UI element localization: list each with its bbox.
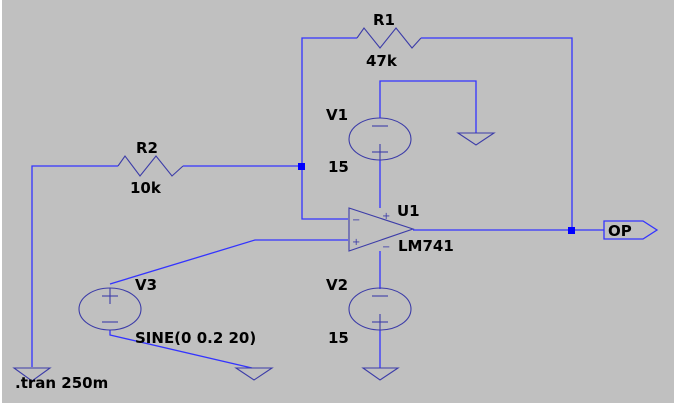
voltage-source-v1[interactable]	[348, 117, 412, 161]
v2-value-label: 15	[328, 329, 349, 347]
r2-input-wire[interactable]	[31, 165, 348, 367]
ground-symbol-v3	[234, 367, 274, 381]
u1-model-label: LM741	[398, 237, 454, 255]
v1-value-label: 15	[328, 158, 349, 176]
r2-name-label: R2	[136, 139, 158, 157]
net-label-op-text: OP	[608, 222, 632, 240]
r1-feedback-wire[interactable]	[301, 37, 573, 230]
voltage-source-v2[interactable]	[348, 287, 412, 331]
opamp-vminus-pin: −	[382, 242, 390, 253]
v3-name-label: V3	[135, 276, 157, 294]
resistor-r2[interactable]	[117, 155, 184, 177]
ground-symbol-v1	[456, 132, 496, 146]
opamp-u1[interactable]: − + + −	[348, 207, 415, 253]
junction-inverting	[298, 163, 305, 170]
voltage-source-v3[interactable]	[78, 287, 142, 331]
v2-name-label: V2	[326, 276, 348, 294]
v3-wires[interactable]	[109, 239, 348, 369]
opamp-inverting-pin: −	[352, 215, 360, 226]
r1-value-label: 47k	[366, 52, 398, 70]
junction-output	[568, 227, 575, 234]
opamp-noninverting-pin: +	[352, 237, 360, 248]
v3-value-label: SINE(0 0.2 20)	[135, 329, 256, 347]
opamp-vplus-pin: +	[382, 211, 390, 222]
v1-wires[interactable]	[379, 80, 477, 208]
ground-symbol-input	[12, 367, 52, 382]
v1-name-label: V1	[326, 106, 348, 124]
resistor-r1[interactable]	[356, 27, 422, 49]
spice-directive[interactable]: .tran 250m	[15, 374, 108, 392]
net-label-op[interactable]: OP	[603, 220, 659, 240]
ground-symbol-v2	[361, 367, 400, 381]
u1-name-label: U1	[397, 202, 420, 220]
r2-value-label: 10k	[130, 179, 162, 197]
r1-name-label: R1	[373, 11, 395, 29]
